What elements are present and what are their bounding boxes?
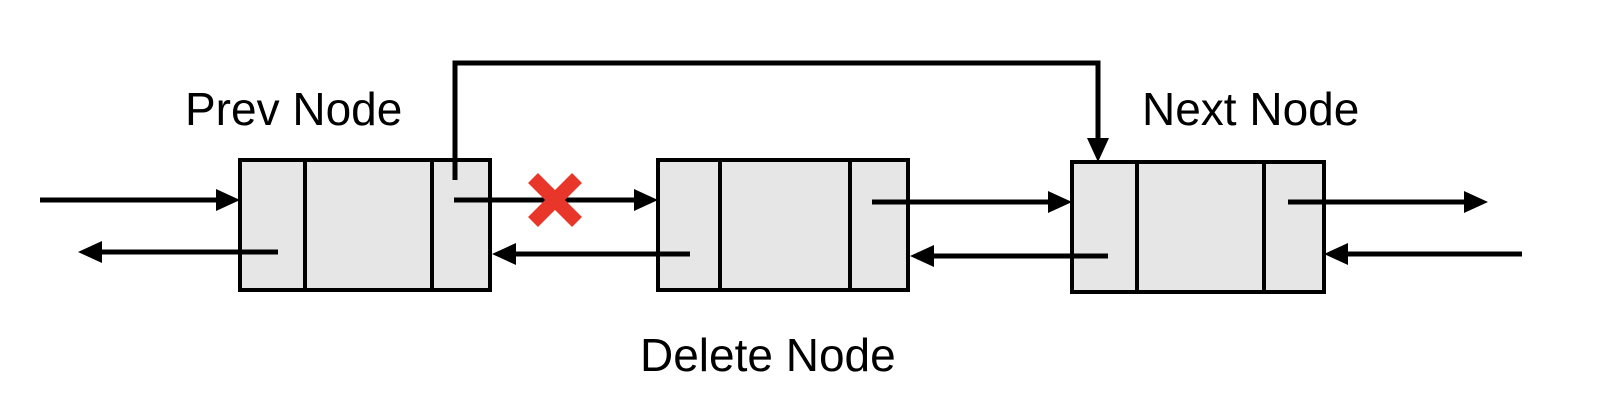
next-node-next-arrow <box>1288 191 1488 213</box>
delete-node <box>656 158 910 292</box>
delete-to-prev-arrow <box>492 243 690 265</box>
prev-node <box>238 158 492 292</box>
bypass-arrow <box>452 60 1109 180</box>
delete-node-label: Delete Node <box>640 329 896 381</box>
delete-to-next-arrow <box>872 191 1072 213</box>
delete-node-box <box>656 158 910 292</box>
prev-node-box <box>238 158 492 292</box>
prev-to-delete-arrow <box>454 189 658 211</box>
next-to-delete-arrow <box>910 245 1108 267</box>
prev-node-prev-arrow <box>78 241 278 263</box>
incoming-prev-arrow <box>1324 243 1522 265</box>
next-node-label: Next Node <box>1142 83 1360 135</box>
cross-icon <box>528 173 582 227</box>
next-node <box>1070 160 1326 294</box>
next-node-box <box>1070 160 1326 294</box>
incoming-next-arrow <box>40 189 240 211</box>
prev-node-label: Prev Node <box>185 83 403 135</box>
